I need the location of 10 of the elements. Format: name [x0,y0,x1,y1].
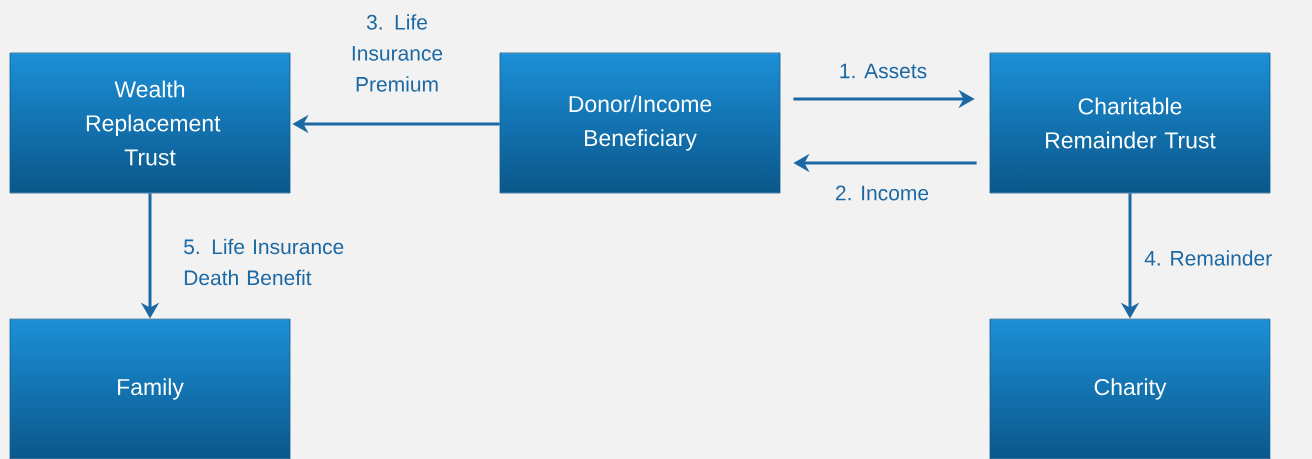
edge-label: 1. Assets [840,63,927,79]
edge-label: 3. Life Insurance Premium [352,14,443,92]
edge-label: 4. Remainder [1144,250,1272,266]
process-box: Wealth Replacement Trust [9,52,291,194]
process-box: Charity [989,318,1271,459]
edge-label: 2. Income [836,185,929,201]
process-box: Family [9,318,291,459]
process-box: Charitable Remainder Trust [989,52,1271,194]
edge-label: 5. Life Insurance Death Benefit [184,238,344,286]
process-box: Donor/Income Beneficiary [499,52,781,194]
